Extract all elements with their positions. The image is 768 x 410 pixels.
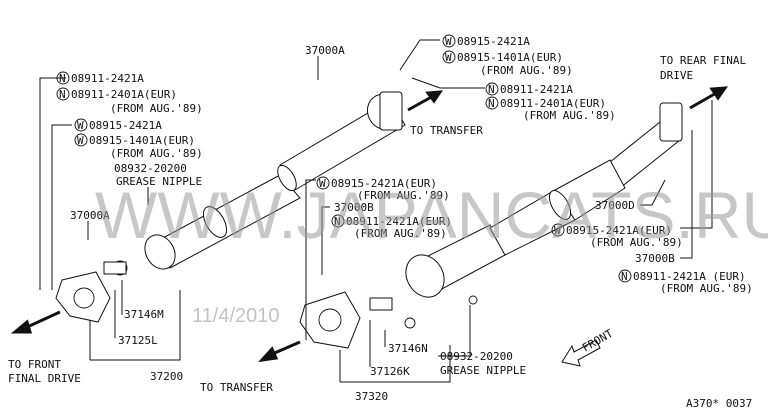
part-number: 08911-2421A(EUR) [346,215,452,228]
rear-propeller-shaft [299,102,683,349]
n-marker-icon: N [621,270,628,283]
part-number: 37320 [355,390,388,403]
part-number: 37125L [118,334,158,347]
w-marker-icon: W [445,35,452,48]
part-number: 08911-2401A(EUR) [71,88,177,101]
front-label: FRONT [580,327,616,355]
date-note: (FROM AUG.'89) [523,109,616,122]
date-note: (FROM AUG.'89) [660,282,753,295]
w-marker-icon: W [319,177,326,190]
date-note: (FROM AUG.'89) [110,147,203,160]
part-number: 37000D [595,199,635,212]
n-marker-icon: N [334,215,341,228]
callout-labels: 37000A 08915-2421A 08915-1401A(EUR) (FRO… [8,35,753,410]
direction-label: TO TRANSFER [200,381,273,394]
direction-label: TO FRONT [8,358,61,371]
date-note: (FROM AUG.'89) [357,189,450,202]
part-name: GREASE NIPPLE [116,175,202,188]
direction-arrows [10,86,729,363]
part-number: 08911-2401A(EUR) [500,97,606,110]
watermark-date: 11/4/2010 [192,305,280,327]
n-marker-icon: N [488,97,495,110]
marker-icons: N N W W W W N N W N W N [56,34,632,283]
part-number: 08932-20200 [114,162,187,175]
part-number: 08911-2421A (EUR) [633,270,746,283]
part-number: 37000B [334,201,374,214]
part-number: 08915-1401A(EUR) [89,134,195,147]
date-note: (FROM AUG.'89) [480,64,573,77]
part-number: 08911-2421A [71,72,144,85]
part-number: 08915-2421A(EUR) [331,177,437,190]
part-number: 37000B [635,252,675,265]
n-marker-icon: N [488,83,495,96]
direction-label: TO TRANSFER [410,124,483,137]
date-note: (FROM AUG.'89) [590,236,683,249]
n-marker-icon: N [59,72,66,85]
part-number: 08911-2421A [500,83,573,96]
part-name: GREASE NIPPLE [440,364,526,377]
part-number: 08932-20200 [440,350,513,363]
date-note: (FROM AUG.'89) [354,227,447,240]
direction-label: DRIVE [660,69,693,82]
part-number: 37126K [370,365,410,378]
direction-label: TO REAR FINAL [660,54,746,67]
part-37000a-top: 37000A [305,44,345,57]
date-note: (FROM AUG.'89) [110,102,203,115]
watermark-site: WWW.JAPANCATS.RU [95,178,768,252]
part-number: 37000A [70,209,110,222]
w-marker-icon: W [445,51,452,64]
part-number: 37146M [124,308,164,321]
w-marker-icon: W [77,119,84,132]
n-marker-icon: N [59,88,66,101]
part-number: 08915-2421A [457,35,530,48]
w-marker-icon: W [554,224,561,237]
diagram-code: A370* 0037 [686,397,752,410]
w-marker-icon: W [77,134,84,147]
part-number: 08915-1401A(EUR) [457,51,563,64]
part-number: 37146N [388,342,428,355]
direction-label: FINAL DRIVE [8,372,81,385]
part-number: 08915-2421A [89,119,162,132]
watermark: WWW.JAPANCATS.RU 11/4/2010 [95,178,768,327]
leader-lines [39,39,713,383]
part-number: 37200 [150,370,183,383]
front-propeller-shaft [55,91,406,323]
front-arrow-icon: FRONT [561,327,616,367]
part-number: 08915-2421A(EUR) [566,224,672,237]
